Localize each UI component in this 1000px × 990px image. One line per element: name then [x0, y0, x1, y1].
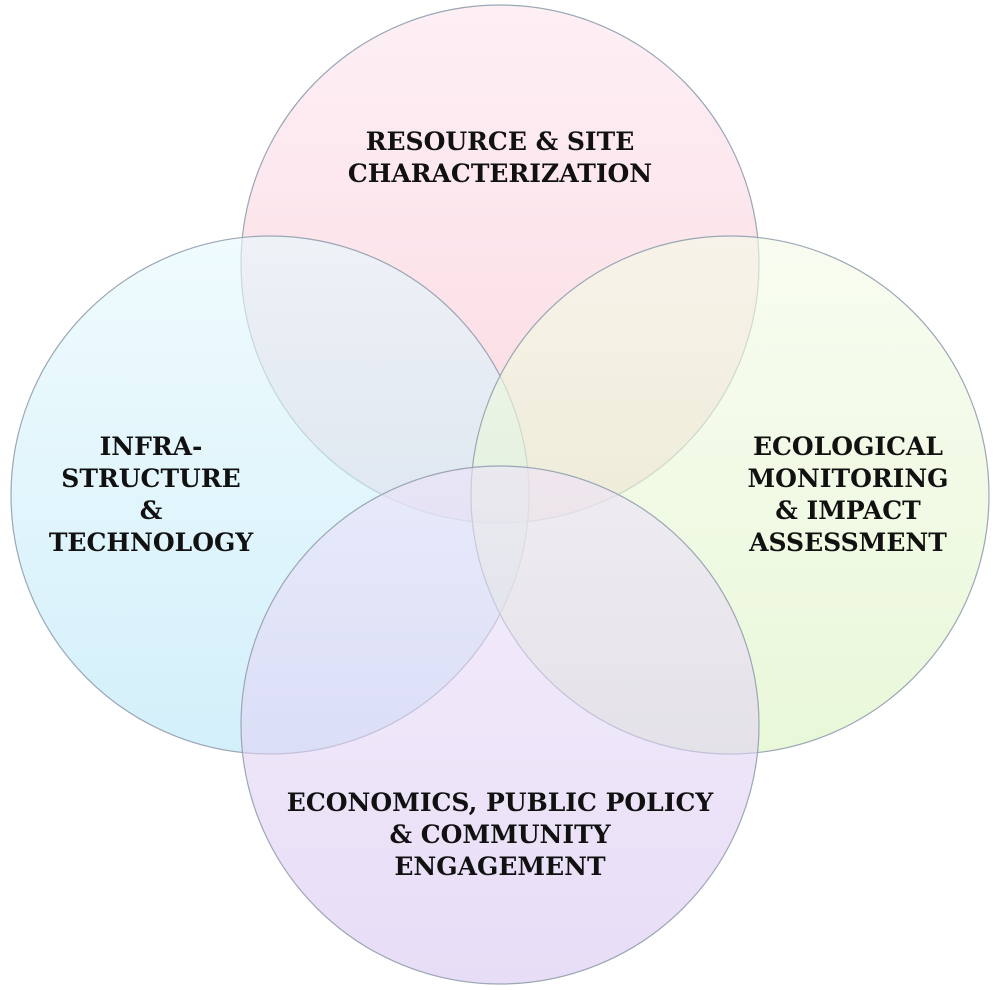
label-line: ECOLOGICAL	[752, 432, 943, 461]
label-line: & COMMUNITY	[389, 820, 611, 849]
label-line: ECONOMICS, PUBLIC POLICY	[286, 788, 714, 817]
label-ecological: ECOLOGICAL MONITORING & IMPACT ASSESSMEN…	[747, 431, 948, 559]
label-line: ENGAGEMENT	[394, 852, 606, 881]
label-economics: ECONOMICS, PUBLIC POLICY & COMMUNITY ENG…	[287, 787, 713, 883]
label-line: CHARACTERIZATION	[347, 159, 653, 188]
label-resource-site: RESOURCE & SITE CHARACTERIZATION	[348, 126, 652, 190]
label-line: & IMPACT	[775, 496, 921, 525]
label-line: STRUCTURE	[61, 464, 241, 493]
label-infrastructure: INFRA- STRUCTURE & TECHNOLOGY	[49, 431, 253, 559]
label-line: MONITORING	[747, 464, 949, 493]
label-line: TECHNOLOGY	[48, 528, 254, 557]
label-line: &	[139, 496, 163, 525]
label-line: ASSESSMENT	[749, 528, 947, 557]
label-line: INFRA-	[99, 432, 203, 461]
label-line: RESOURCE & SITE	[365, 127, 635, 156]
circle-economics	[240, 465, 760, 985]
